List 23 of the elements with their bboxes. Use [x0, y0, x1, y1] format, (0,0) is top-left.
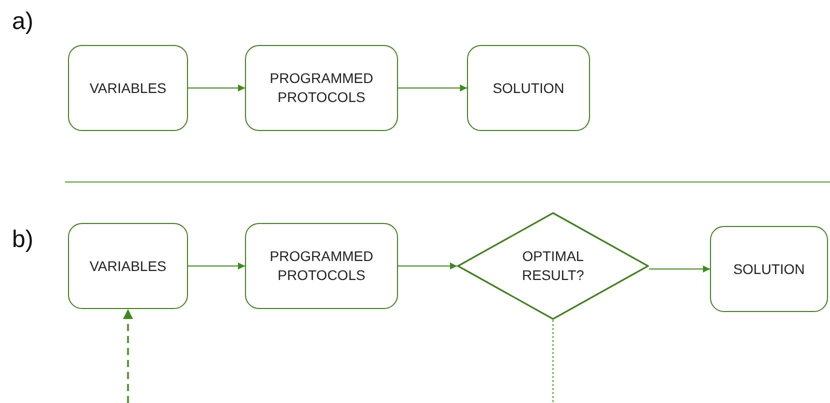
- node-text: SOLUTION: [492, 78, 564, 98]
- arrow: [188, 84, 245, 92]
- node-text: PROGRAMMED PROTOCOLS: [268, 69, 374, 107]
- arrow: [398, 84, 467, 92]
- process-box: [245, 223, 398, 309]
- process-box: [68, 223, 188, 309]
- panel-label: b): [12, 226, 34, 254]
- process-box: [467, 45, 590, 131]
- panel-label: a): [12, 8, 34, 36]
- arrow: [649, 266, 710, 272]
- arrow: [188, 262, 245, 270]
- decision-diamond: [457, 212, 649, 320]
- node-text: VARIABLES: [90, 78, 166, 98]
- node-text: OPTIMAL RESULT?: [521, 247, 585, 285]
- node-text: PROGRAMMED PROTOCOLS: [268, 247, 374, 285]
- process-box: [68, 45, 188, 131]
- process-box: [245, 45, 398, 131]
- arrow: [398, 262, 457, 270]
- node-text: SOLUTION: [733, 260, 805, 278]
- connector-line: [552, 320, 554, 403]
- arrow: [123, 309, 133, 403]
- node-text: VARIABLES: [90, 256, 166, 276]
- process-box: [710, 226, 828, 312]
